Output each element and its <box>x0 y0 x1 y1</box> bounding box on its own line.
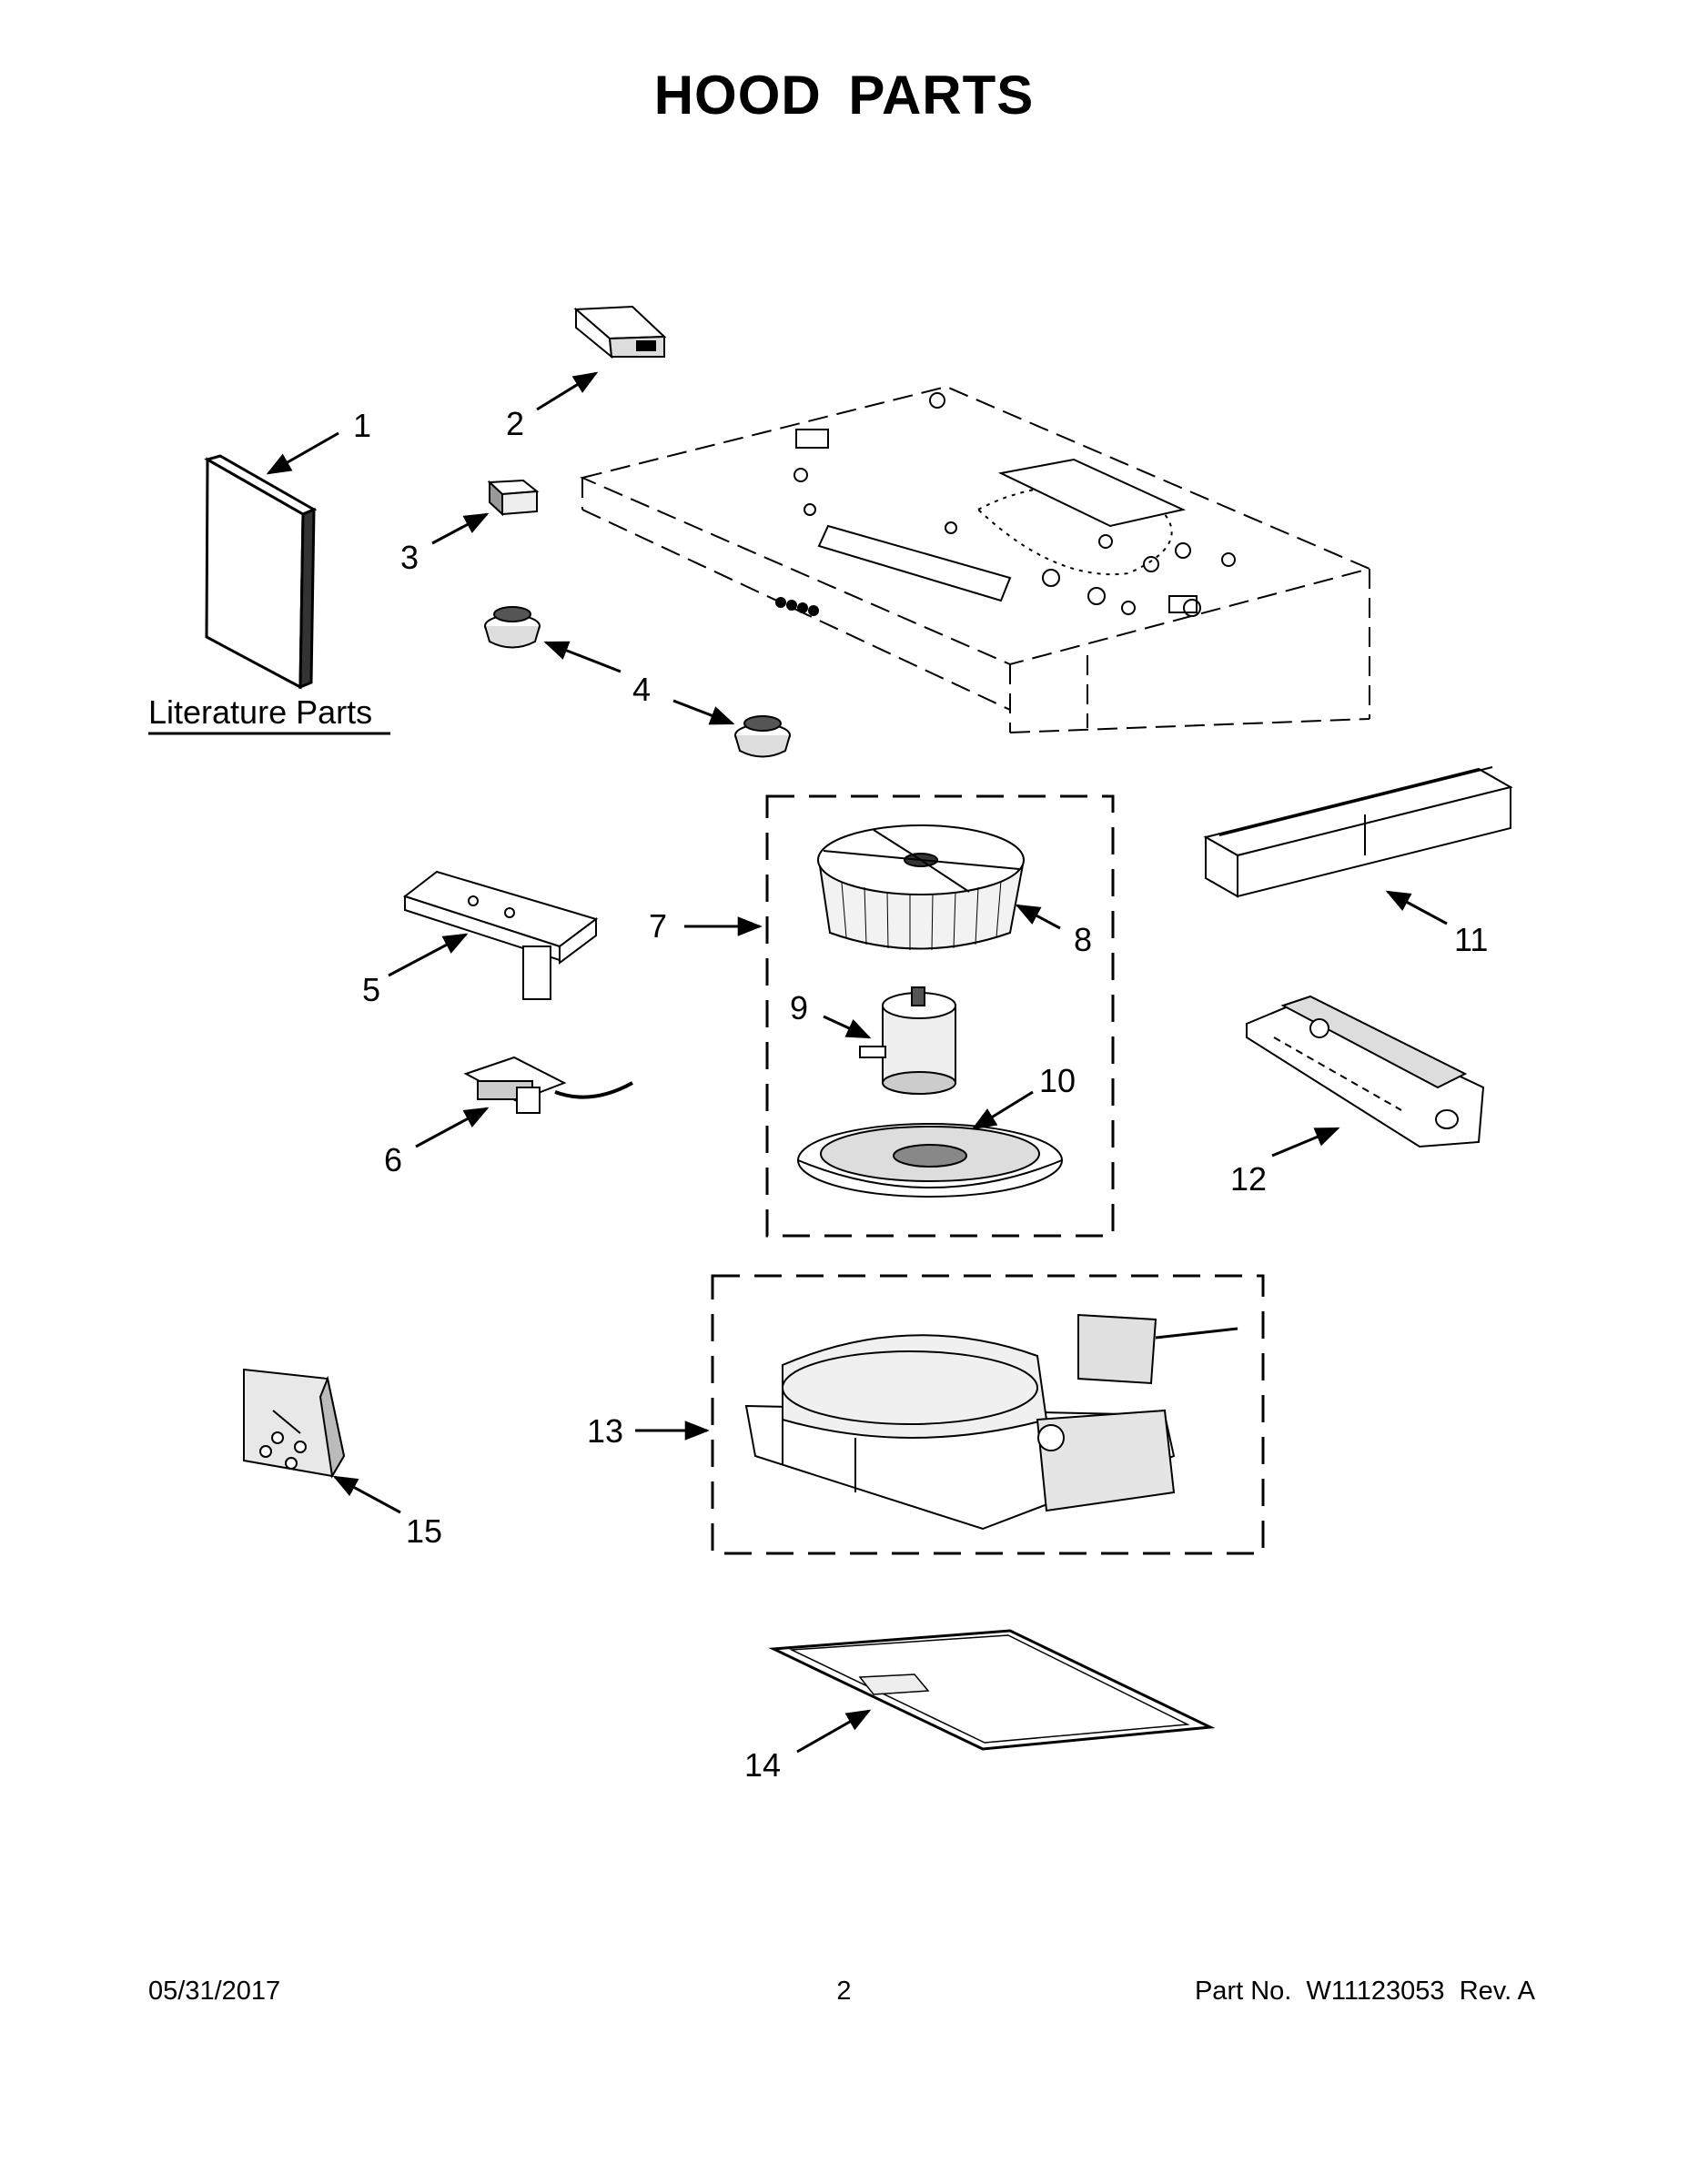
callout-14: 14 <box>744 1746 781 1784</box>
callout-5: 5 <box>362 971 380 1008</box>
motor-mount-plate-part <box>797 1123 1063 1198</box>
blower-motor-part <box>859 986 956 1095</box>
light-housing-part <box>1246 995 1485 1148</box>
callout-2: 2 <box>506 405 524 442</box>
damper-knob-upper <box>484 606 541 649</box>
footer-date: 05/31/2017 <box>148 1977 281 2006</box>
grease-filter-part <box>768 1629 1216 1751</box>
blower-assembly-group-box <box>765 794 1115 1238</box>
callout-4: 4 <box>632 671 651 708</box>
leader-lines <box>266 371 1448 1754</box>
callout-11: 11 <box>1454 921 1488 958</box>
callout-12: 12 <box>1230 1160 1267 1198</box>
part-number-value: W11123053 <box>1306 1977 1445 2006</box>
revision-label: Rev. <box>1459 1977 1512 2006</box>
callout-1: 1 <box>353 407 371 444</box>
switch-bracket-part <box>402 870 599 1000</box>
wire-harness-part <box>463 1056 633 1114</box>
part-number-label: Part No. <box>1194 1977 1292 2006</box>
hood-housing <box>579 385 1373 733</box>
callout-10: 10 <box>1039 1062 1076 1099</box>
callout-numbers: 1 2 3 4 5 6 7 8 9 10 11 12 13 14 15 <box>353 405 1488 1784</box>
callout-7: 7 <box>649 907 667 945</box>
callout-15: 15 <box>406 1512 442 1550</box>
blower-wheel-part <box>817 824 1025 951</box>
hood-top-details <box>775 392 1236 617</box>
callout-6: 6 <box>384 1141 402 1178</box>
control-module-part <box>573 305 667 359</box>
callout-9: 9 <box>790 989 808 1026</box>
revision-value: A <box>1517 1977 1535 2006</box>
page-title: HOOD PARTS <box>653 65 1035 126</box>
callout-13: 13 <box>587 1412 623 1450</box>
blower-housing-part <box>744 1313 1238 1531</box>
footer-part-number: Part No. W11123053 Rev. A <box>1195 1977 1535 2007</box>
callout-3: 3 <box>400 539 419 576</box>
callout-8: 8 <box>1074 921 1092 958</box>
support-bracket-part <box>243 1368 346 1479</box>
footer-page-number: 2 <box>836 1977 852 2006</box>
blower-housing-group-box <box>711 1274 1265 1555</box>
literature-parts-label: Literature Parts <box>148 693 372 731</box>
damper-knob-lower <box>734 715 791 758</box>
relay-part <box>487 479 540 517</box>
literature-book-part <box>204 454 318 690</box>
mounting-rail-part <box>1203 766 1513 898</box>
